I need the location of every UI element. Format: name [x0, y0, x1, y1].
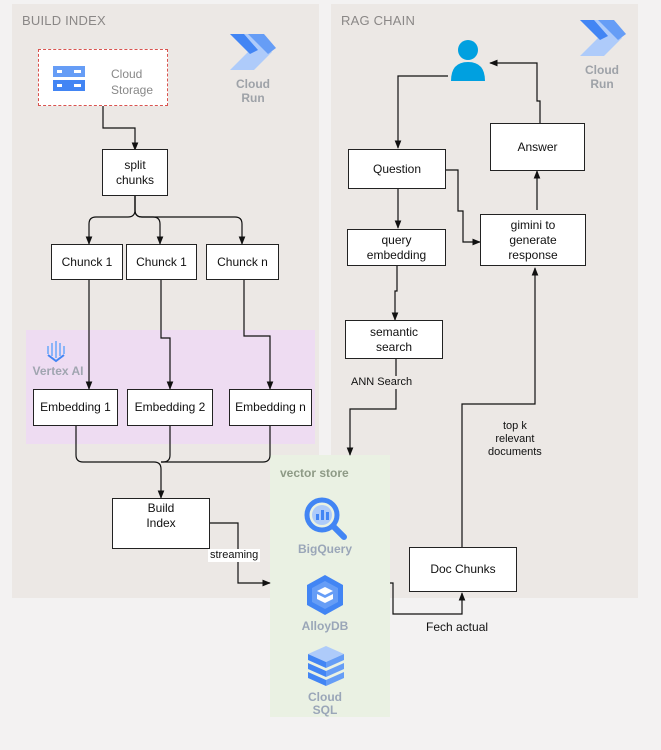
edge-vector-docchunks: [390, 582, 466, 615]
edge-emb2-build: [161, 426, 171, 463]
edge-user-question: [394, 75, 448, 149]
vector-store-title: vector store: [280, 466, 349, 480]
alloydb-label: AlloyDB: [301, 619, 349, 633]
chunk-1-node: Chunck 1: [51, 244, 123, 280]
cloud-run-label: Cloud Run: [236, 77, 270, 105]
vertex-ai-icon: [47, 341, 65, 363]
edge-chunkn-embn: [243, 280, 274, 390]
build-index-title: BUILD INDEX: [22, 13, 106, 28]
split-chunks-node: split chunks: [102, 149, 168, 196]
answer-node: Answer: [490, 123, 585, 171]
chunk-2-node: Chunck 1: [126, 244, 197, 280]
edge-emb1-build: [75, 426, 165, 499]
edge-embn-build: [161, 426, 271, 463]
streaming-label: streaming: [208, 549, 261, 562]
cloud-run-icon: [580, 20, 626, 56]
query-embedding-node: query embedding: [347, 229, 446, 266]
doc-chunks-node: Doc Chunks: [409, 547, 517, 592]
cloud-storage-label: Cloud Storage: [111, 67, 154, 97]
cloud-run-label: Cloud Run: [585, 63, 619, 91]
edge-semantic-vector: [346, 359, 397, 456]
edge-split-chunkn: [134, 196, 246, 245]
bigquery-icon: [304, 497, 347, 540]
alloydb-icon: [307, 575, 343, 615]
top-k-label: top k relevant documents: [486, 420, 544, 459]
vertex-ai-label: Vertex AI: [32, 364, 84, 378]
cloud-run-icon: [230, 34, 276, 70]
chunk-n-node: Chunck n: [206, 244, 279, 280]
build-index-node: Build Index: [112, 498, 210, 549]
fetch-actual-label: Fech actual: [426, 620, 489, 634]
rag-chain-title: RAG CHAIN: [341, 13, 416, 28]
edge-docchunks-gemini: [461, 267, 539, 547]
semantic-search-node: semantic search: [345, 320, 443, 359]
embedding-n-node: Embedding n: [229, 389, 312, 426]
storage-icon: [53, 66, 85, 91]
cloud-storage-node: [38, 49, 168, 106]
gemini-node: gimini to generate response: [480, 214, 586, 266]
edge-answer-user: [489, 59, 541, 123]
cloud-sql-icon: [308, 646, 344, 686]
embedding-2-node: Embedding 2: [127, 389, 213, 426]
embedding-1-node: Embedding 1: [33, 389, 118, 426]
user-icon: [451, 40, 485, 81]
ann-search-label: ANN Search: [349, 376, 415, 389]
bigquery-label: BigQuery: [297, 542, 352, 556]
edge-query-semantic: [391, 266, 399, 321]
edge-question-gemini: [446, 169, 481, 246]
question-node: Question: [348, 149, 446, 189]
cloud-sql-label: Cloud SQL: [308, 690, 342, 717]
edge-storage-split: [102, 106, 139, 151]
edge-split-chunk2: [134, 196, 164, 245]
edge-split-chunk1: [85, 196, 136, 245]
edge-chunk2-emb2: [160, 280, 174, 390]
